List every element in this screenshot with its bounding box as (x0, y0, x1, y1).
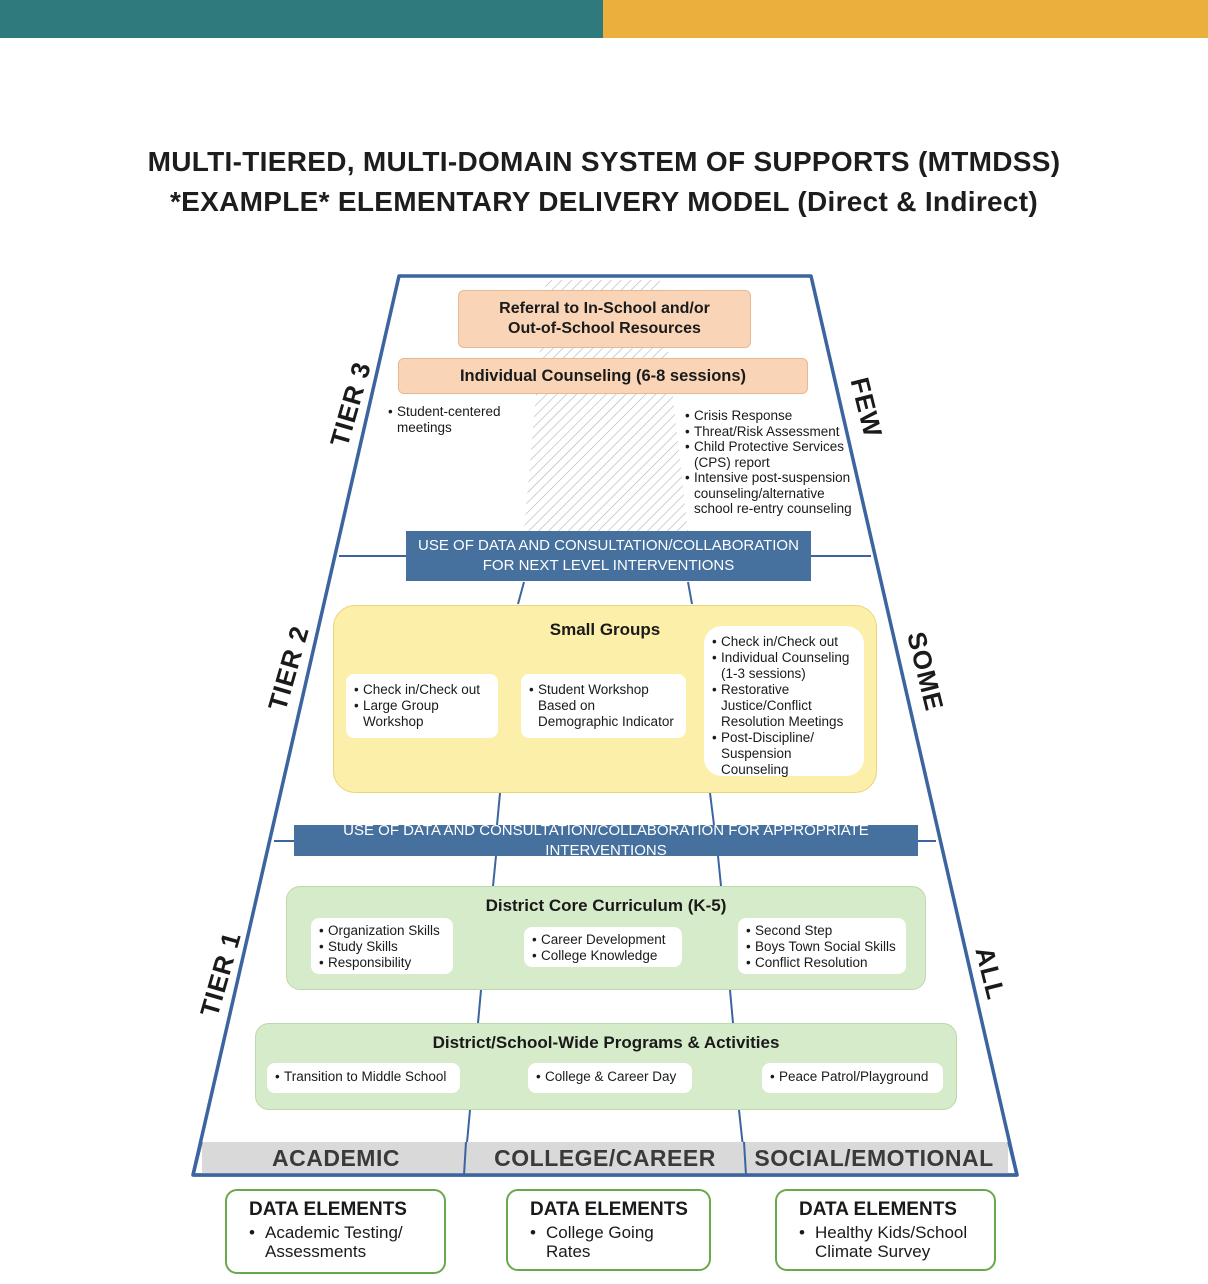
core-social-box: Second Step Boys Town Social Skills Conf… (738, 918, 906, 974)
page-title-line1: MULTI-TIERED, MULTI-DOMAIN SYSTEM OF SUP… (147, 146, 1061, 177)
next-level-bar-line1: USE OF DATA AND CONSULTATION/COLLABORATI… (418, 537, 799, 554)
small-groups-heading: Small Groups (549, 620, 661, 639)
core-social-item: Second Step (746, 923, 898, 939)
programs-academic-box: Transition to Middle School (267, 1063, 460, 1093)
core-social-item: Conflict Resolution (746, 955, 898, 971)
data-elements-heading: DATA ELEMENTS (799, 1199, 957, 1220)
domain-social-emotional: SOCIAL/EMOTIONAL (740, 1142, 1008, 1174)
page-title-line2: *EXAMPLE* ELEMENTARY DELIVERY MODEL (Dir… (169, 186, 1039, 217)
next-level-bar-line2: FOR NEXT LEVEL INTERVENTIONS (482, 557, 735, 574)
tier2-academic-box: Check in/Check out Large Group Workshop (346, 674, 498, 738)
programs-college-box: College & Career Day (528, 1063, 692, 1093)
data-elements-heading: DATA ELEMENTS (530, 1199, 688, 1220)
data-elements-item: College Going Rates (530, 1223, 695, 1261)
core-academic-item: Organization Skills (319, 923, 445, 939)
data-elements-item: Academic Testing/ Assessments (249, 1223, 430, 1261)
appropriate-interventions-bar: USE OF DATA AND CONSULTATION/COLLABORATI… (294, 822, 918, 859)
programs-heading: District/School-Wide Programs & Activiti… (432, 1033, 780, 1052)
top-band-gold (603, 0, 1208, 38)
data-elements-heading: DATA ELEMENTS (249, 1199, 407, 1220)
core-curriculum-heading: District Core Curriculum (K-5) (485, 896, 727, 915)
domain-college-career: COLLEGE/CAREER (470, 1142, 740, 1174)
data-elements-item: Healthy Kids/School Climate Survey (799, 1223, 980, 1261)
top-band-teal (0, 0, 603, 38)
data-elements-academic: DATA ELEMENTS Academic Testing/ Assessme… (225, 1189, 446, 1274)
domain-academic: ACADEMIC (202, 1142, 470, 1174)
tier3-right-item: Threat/Risk Assessment (685, 424, 863, 440)
next-level-bar: USE OF DATA AND CONSULTATION/COLLABORATI… (406, 531, 811, 581)
programs-social-item: Peace Patrol/Playground (770, 1069, 935, 1085)
referral-line1: Referral to In-School and/or (499, 300, 710, 317)
tier3-right-list: Crisis Response Threat/Risk Assessment C… (685, 408, 863, 517)
tier2-social-box: Check in/Check out Individual Counseling… (704, 626, 864, 778)
core-social-item: Boys Town Social Skills (746, 939, 898, 955)
tier2-social-item: Check in/Check out (712, 634, 856, 650)
tier2-social-item: Individual Counseling (1-3 sessions) (712, 650, 856, 682)
referral-box: Referral to In-School and/or Out-of-Scho… (458, 290, 751, 348)
tier2-social-item: Restorative Justice/Conflict Resolution … (712, 682, 856, 730)
core-college-item: College Knowledge (532, 948, 674, 964)
tier-lines (274, 555, 936, 842)
tier3-left-item: Student-centered meetings (388, 404, 513, 435)
core-college-item: Career Development (532, 932, 674, 948)
tier2-college-item: Student Workshop Based on Demographic In… (529, 682, 678, 730)
tier2-college-box: Student Workshop Based on Demographic In… (521, 674, 686, 738)
tier3-right-item: Intensive post-suspension counseling/alt… (685, 470, 863, 517)
programs-academic-item: Transition to Middle School (275, 1069, 452, 1085)
programs-college-item: College & Career Day (536, 1069, 684, 1085)
tier3-right-item: Child Protective Services (CPS) report (685, 439, 863, 470)
tier3-right-item: Crisis Response (685, 408, 863, 424)
data-elements-college: DATA ELEMENTS College Going Rates (506, 1189, 711, 1271)
core-academic-item: Responsibility (319, 955, 445, 971)
programs-social-box: Peace Patrol/Playground (762, 1063, 943, 1093)
core-academic-box: Organization Skills Study Skills Respons… (311, 918, 453, 974)
core-academic-item: Study Skills (319, 939, 445, 955)
data-elements-social: DATA ELEMENTS Healthy Kids/School Climat… (775, 1189, 996, 1271)
tier3-left-list: Student-centered meetings (388, 404, 513, 435)
tier2-academic-item: Check in/Check out (354, 682, 490, 698)
individual-counseling-box: Individual Counseling (6-8 sessions) (398, 358, 808, 394)
tier2-social-item: Post-Discipline/ Suspension Counseling (712, 730, 856, 778)
referral-line2: Out-of-School Resources (508, 320, 701, 337)
core-college-box: Career Development College Knowledge (524, 927, 682, 967)
tier2-academic-item: Large Group Workshop (354, 698, 490, 730)
